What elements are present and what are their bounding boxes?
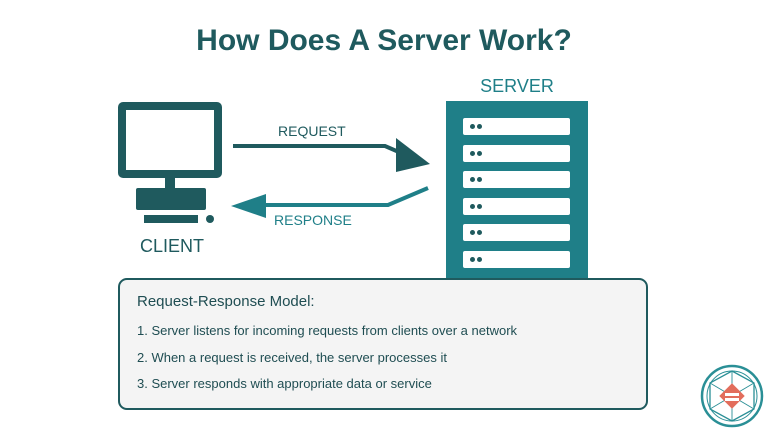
model-step-1: 1. Server listens for incoming requests …	[137, 323, 518, 338]
model-box-title: Request-Response Model:	[137, 293, 315, 310]
request-response-model-box: Request-Response Model: 1. Server listen…	[118, 278, 648, 410]
model-step-2: 2. When a request is received, the serve…	[137, 350, 447, 365]
server-slot	[463, 118, 570, 135]
desktop-monitor-icon	[118, 102, 222, 223]
server-slot	[463, 171, 570, 188]
request-arrow	[233, 144, 409, 158]
server-slot	[463, 198, 570, 215]
server-slot	[463, 145, 570, 162]
response-arrow	[263, 186, 429, 207]
server-rack-icon	[446, 101, 588, 291]
response-label: RESPONSE	[274, 212, 352, 228]
request-response-arrows	[231, 138, 430, 218]
server-label: SERVER	[480, 76, 554, 96]
model-step-3: 3. Server responds with appropriate data…	[137, 376, 432, 391]
request-arrowhead	[396, 138, 430, 172]
server-slot	[463, 251, 570, 268]
server-slot	[463, 224, 570, 241]
logo-icon	[700, 364, 764, 428]
page-title: How Does A Server Work?	[196, 24, 572, 57]
request-label: REQUEST	[278, 123, 346, 139]
client-label: CLIENT	[139, 236, 204, 256]
response-arrowhead	[231, 194, 266, 218]
